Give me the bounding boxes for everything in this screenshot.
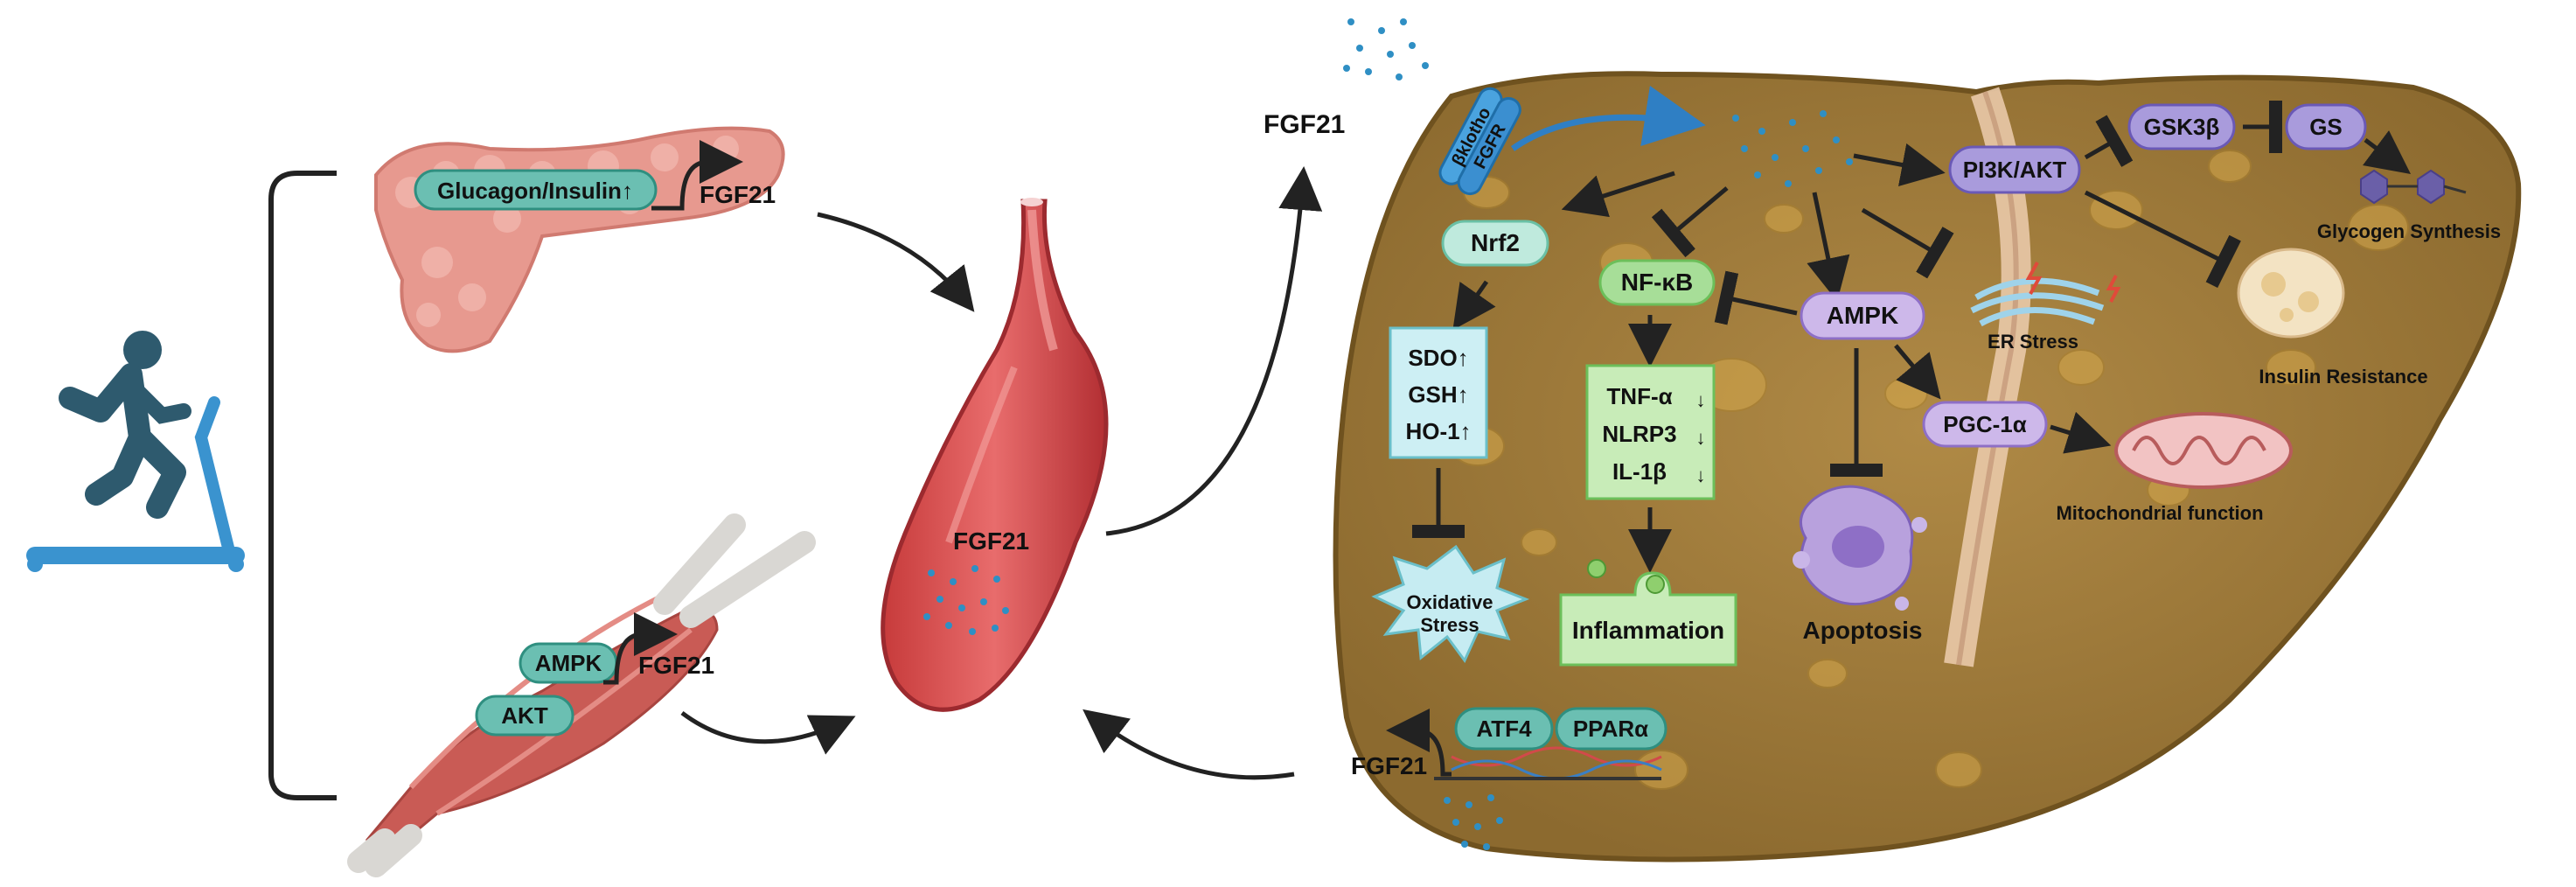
glucagon-insulin-box	[414, 169, 658, 211]
inflammation-label: Inflammation	[1572, 617, 1724, 644]
tnfa-label: TNF-α	[1606, 383, 1672, 409]
ho1-label: HO-1↑	[1405, 418, 1471, 444]
cytokine-box	[1585, 364, 1716, 500]
gsk3b-box	[2127, 103, 2236, 150]
liver-to-vessel-arrow	[1083, 709, 1295, 780]
nrf2-label: Nrf2	[1471, 229, 1520, 256]
inhibit-gsk3b	[2084, 115, 2134, 168]
insulin-resistance-label: Insulin Resistance	[2259, 366, 2427, 388]
pgc1a-box	[1922, 401, 2048, 448]
pancreas-to-vessel-arrow	[817, 212, 975, 312]
muscle-to-vessel-arrow	[680, 710, 856, 755]
top-fgf21-label: FGF21	[1264, 110, 1345, 139]
gsh-label: GSH↑	[1408, 381, 1468, 408]
pancreas-fgf21-label: FGF21	[700, 181, 776, 208]
inhibit-ampk-to-nfkb	[1714, 270, 1798, 325]
akt-muscle-box	[475, 695, 574, 737]
ampk-liver-box	[1800, 291, 1925, 340]
dna-icon	[1434, 746, 1662, 780]
arrow-gs-to-glycogen	[2363, 130, 2411, 174]
vessel-fgf21-label: FGF21	[953, 527, 1029, 555]
gs-box	[2285, 103, 2367, 150]
vessel-to-fgf21-arrow	[1105, 166, 1323, 536]
glycogen-molecule-icon	[2360, 169, 2467, 205]
il1b-label: IL-1β	[1612, 458, 1667, 485]
arrow-pgc1a-to-mito	[2050, 411, 2112, 454]
er-stress-label: ER Stress	[1988, 331, 2078, 353]
vessel-fgf21-dots	[923, 565, 1009, 635]
mitochondrion-icon	[2114, 412, 2293, 489]
arrow-ampk-to-pgc1a	[1894, 344, 1941, 400]
oxidative-label-2: Stress	[1420, 614, 1479, 636]
muscle-fgf21-label: FGF21	[638, 652, 714, 679]
glucagon-insulin-label: Glucagon/Insulin↑	[437, 178, 633, 204]
arrow-to-ampk	[1807, 192, 1850, 302]
apoptotic-cell-icon	[1793, 485, 1927, 611]
inhibit-nfkb	[1651, 186, 1729, 258]
oxidative-stress-burst	[1371, 544, 1530, 663]
receptor-signal-arrow	[1510, 85, 1706, 151]
liver-secreted-dots	[1444, 794, 1503, 850]
inhibit-insulin-resistance	[2084, 190, 2241, 289]
liver-fgf21-dots	[1732, 110, 1853, 187]
muscle-icon	[347, 513, 816, 877]
dna-fgf21-arrow	[1386, 709, 1452, 777]
il1b-down: ↓	[1696, 464, 1706, 486]
akt-muscle-label: AKT	[501, 702, 548, 729]
blood-vessel-icon	[881, 198, 1109, 712]
arrow-nrf2-to-sdo	[1452, 280, 1496, 331]
inhibit-er-stress	[1861, 207, 1954, 279]
tnfa-down: ↓	[1696, 389, 1706, 411]
inflammation-box	[1559, 571, 1737, 667]
pgc1a-label: PGC-1α	[1943, 411, 2026, 437]
inflammation-cell-icons	[1587, 559, 1665, 594]
nfkb-box	[1598, 259, 1716, 306]
apoptosis-label: Apoptosis	[1803, 617, 1923, 644]
arrow-to-pi3k	[1853, 143, 1946, 187]
arrow-to-nrf2	[1561, 171, 1675, 218]
nrf2-box	[1441, 220, 1549, 267]
sdo-label: SDO↑	[1408, 345, 1468, 371]
nfkb-label: NF-κB	[1621, 269, 1693, 296]
mito-label: Mitochondrial function	[2056, 502, 2263, 524]
muscle-fgf21-arrow	[603, 612, 678, 685]
pi3k-akt-box	[1948, 145, 2081, 194]
top-fgf21-dots	[1343, 18, 1429, 80]
nlrp3-down: ↓	[1696, 427, 1706, 449]
pi3k-akt-label: PI3K/AKT	[1963, 157, 2067, 183]
er-stress-icon	[1970, 262, 2121, 327]
insulin-resistance-cell-icon	[2237, 248, 2345, 339]
gs-label: GS	[2309, 114, 2343, 140]
pancreas-fgf21-arrow	[651, 140, 743, 211]
antioxidant-box	[1389, 326, 1488, 459]
liver-fgf21-label: FGF21	[1351, 752, 1427, 779]
ampk-liver-label: AMPK	[1827, 302, 1898, 329]
ppara-label: PPARα	[1573, 716, 1648, 742]
atf4-box	[1454, 707, 1554, 751]
ppara-box	[1555, 707, 1667, 751]
ampk-muscle-label: AMPK	[535, 650, 602, 676]
oxidative-label-1: Oxidative	[1406, 591, 1493, 613]
treadmill-runner-icon	[26, 331, 245, 572]
glycogen-label: Glycogen Synthesis	[2317, 220, 2501, 242]
nlrp3-label: NLRP3	[1602, 421, 1676, 447]
gsk3b-label: GSK3β	[2144, 114, 2220, 140]
fgf-receptor: βklotho FGFR	[1438, 87, 1521, 196]
atf4-label: ATF4	[1476, 716, 1532, 742]
bracket	[268, 171, 337, 800]
